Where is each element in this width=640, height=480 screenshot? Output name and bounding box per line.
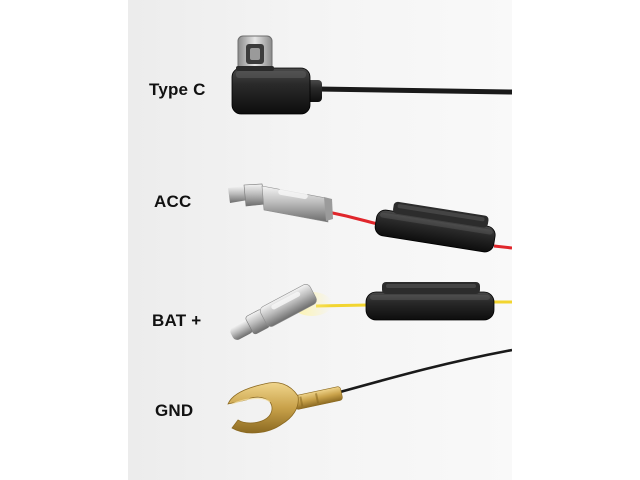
gnd-black-wire (339, 348, 512, 394)
type-c-cable (315, 86, 512, 95)
acc-label: ACC (154, 192, 192, 211)
acc-red-wire-right (493, 244, 512, 250)
acc-red-wire-left (327, 210, 379, 226)
acc-bullet-terminal (228, 183, 333, 223)
product-photo-panel: Type C ACC BAT + GND (128, 0, 512, 480)
gnd-crimp (293, 386, 343, 410)
type-c-label: Type C (149, 80, 206, 99)
bat-connector (230, 282, 512, 340)
cable-illustration (227, 35, 512, 434)
bat-plus-label: BAT + (152, 311, 202, 330)
gnd-label: GND (155, 401, 194, 420)
acc-fuse-holder (374, 201, 496, 253)
gnd-fork-terminal (227, 382, 299, 434)
bat-bullet-terminal (230, 284, 317, 340)
type-c-connector (231, 35, 512, 115)
acc-connector (228, 183, 512, 253)
gnd-connector (227, 348, 512, 434)
bat-fuse-holder (365, 282, 495, 321)
